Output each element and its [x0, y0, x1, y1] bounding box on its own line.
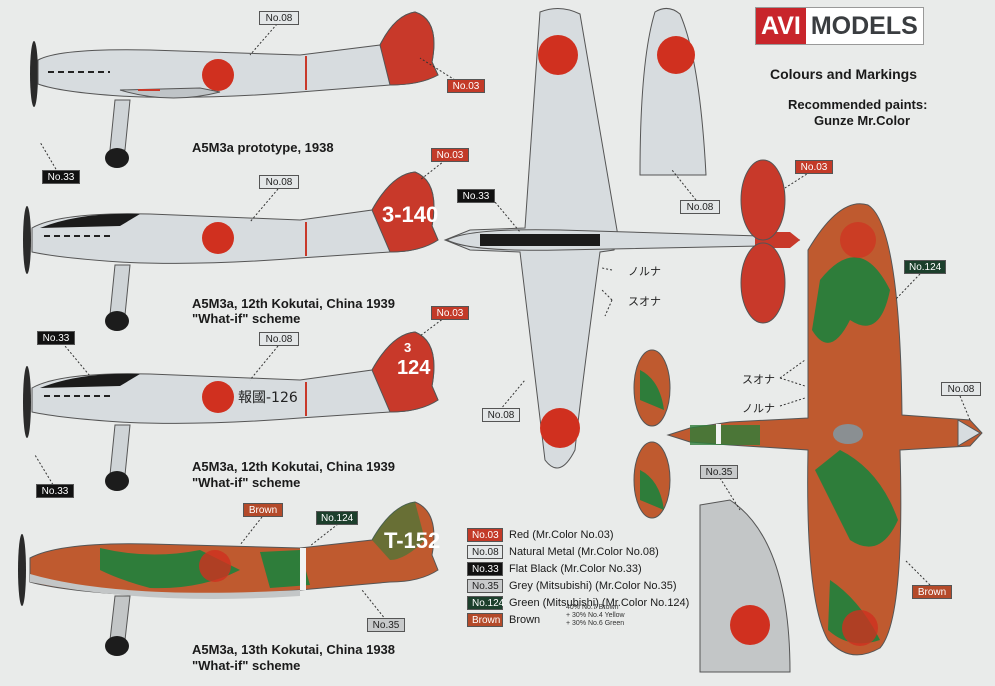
legend-swatch: No.124: [467, 596, 504, 610]
profile-1-caption: A5M3a prototype, 1938: [192, 140, 334, 155]
callout-no33: No.33: [42, 170, 80, 184]
profile-4-code: T-152: [384, 528, 440, 553]
legend-text: Brown: [509, 614, 541, 626]
callout-no08: No.08: [680, 200, 720, 214]
kana-suona: スオナ: [742, 373, 775, 386]
legend-swatch: No.08: [467, 545, 503, 559]
legend-swatch: No.03: [467, 528, 503, 542]
callout-no33: No.33: [36, 484, 74, 498]
brown-mix-line: + 30% No.4 Yellow: [566, 612, 625, 619]
hinomaru-icon: [842, 610, 878, 646]
hinomaru-icon: [538, 35, 578, 75]
sheet-subtitle: Recommended paints:: [788, 97, 928, 112]
wing-panel-grey: [699, 499, 791, 673]
hinomaru-icon: [199, 550, 231, 582]
callout-no03: No.03: [431, 148, 469, 162]
profile-3-code-bottom: 124: [397, 357, 431, 379]
legend-text: Natural Metal (Mr.Color No.08): [509, 546, 659, 558]
kana-noruna: ノルナ: [742, 402, 775, 415]
brown-mix-line: + 30% No.6 Green: [566, 620, 625, 627]
callout-no124: No.124: [904, 260, 946, 274]
hinomaru-icon: [840, 222, 876, 258]
callout-no03: No.03: [431, 306, 469, 320]
callout-no03: No.03: [447, 79, 485, 93]
brown-mix-note: 40% No.7 Brown + 30% No.4 Yellow + 30% N…: [566, 604, 625, 628]
profile-3-code-top: 3: [404, 340, 411, 355]
callout-no08: No.08: [482, 408, 520, 422]
profile-3-aircraft: [23, 331, 439, 491]
hinomaru-icon: [202, 222, 234, 254]
legend-swatch: Brown: [467, 613, 503, 627]
color-legend: No.03 Red (Mr.Color No.03) No.08 Natural…: [467, 527, 689, 629]
callout-no33: No.33: [457, 189, 495, 203]
hinomaru-icon: [202, 59, 234, 91]
profile-3-fuselage-text: 報國-126: [238, 390, 298, 406]
legend-row: No.08 Natural Metal (Mr.Color No.08): [467, 544, 689, 560]
hinomaru-icon: [202, 381, 234, 413]
callout-no08: No.08: [259, 332, 299, 346]
tail-plan-red: [740, 159, 786, 324]
profile-2-aircraft: [23, 171, 439, 331]
profile-4-caption-2: "What-if" scheme: [192, 658, 301, 673]
legend-swatch: No.35: [467, 579, 503, 593]
brand-avi: AVI: [756, 8, 806, 44]
profile-1-aircraft: [30, 11, 439, 168]
kana-noruna: ノルナ: [628, 265, 661, 278]
hinomaru-icon: [657, 36, 695, 74]
legend-text: Green (Mitsubishi) (Mr.Color No.124): [509, 597, 690, 609]
legend-row: No.35 Grey (Mitsubishi) (Mr.Color No.35): [467, 578, 689, 594]
profile-2-caption-2: "What-if" scheme: [192, 311, 301, 326]
brown-mix-line: 40% No.7 Brown: [566, 604, 619, 611]
plan-view-camo: [633, 203, 983, 656]
callout-brown: Brown: [912, 585, 952, 599]
hinomaru-icon: [730, 605, 770, 645]
brand-logo: AVI MODELS: [755, 7, 924, 45]
legend-swatch: No.33: [467, 562, 503, 576]
callout-brown: Brown: [243, 503, 283, 517]
hinomaru-icon: [540, 408, 580, 448]
profile-2-caption: A5M3a, 12th Kokutai, China 1939: [192, 296, 396, 311]
callout-no08: No.08: [259, 11, 299, 25]
legend-text: Flat Black (Mr.Color No.33): [509, 563, 642, 575]
profile-4-aircraft: [18, 501, 439, 656]
callout-no08: No.08: [259, 175, 299, 189]
legend-row: No.124 Green (Mitsubishi) (Mr.Color No.1…: [467, 595, 689, 611]
callout-no124: No.124: [316, 511, 358, 525]
callout-no35: No.35: [367, 618, 405, 632]
kana-suona: スオナ: [628, 295, 661, 308]
callout-no03: No.03: [795, 160, 833, 174]
sheet-subtitle-2: Gunze Mr.Color: [814, 113, 911, 128]
callout-no08: No.08: [941, 382, 981, 396]
legend-text: Grey (Mitsubishi) (Mr.Color No.35): [509, 580, 677, 592]
sheet-title: Colours and Markings: [770, 66, 918, 82]
leader-lines: [34, 23, 971, 621]
profile-3-caption-2: "What-if" scheme: [192, 475, 301, 490]
callout-no35: No.35: [700, 465, 738, 479]
legend-row: Brown Brown: [467, 612, 689, 628]
legend-row: No.33 Flat Black (Mr.Color No.33): [467, 561, 689, 577]
callout-no33: No.33: [37, 331, 75, 345]
profile-4-caption: A5M3a, 13th Kokutai, China 1938: [192, 642, 396, 657]
profile-2-code: 3-140: [382, 202, 438, 227]
profile-3-caption: A5M3a, 12th Kokutai, China 1939: [192, 459, 396, 474]
legend-row: No.03 Red (Mr.Color No.03): [467, 527, 689, 543]
wing-panel-top: [639, 8, 707, 176]
legend-text: Red (Mr.Color No.03): [509, 529, 614, 541]
brand-models: MODELS: [810, 12, 918, 40]
